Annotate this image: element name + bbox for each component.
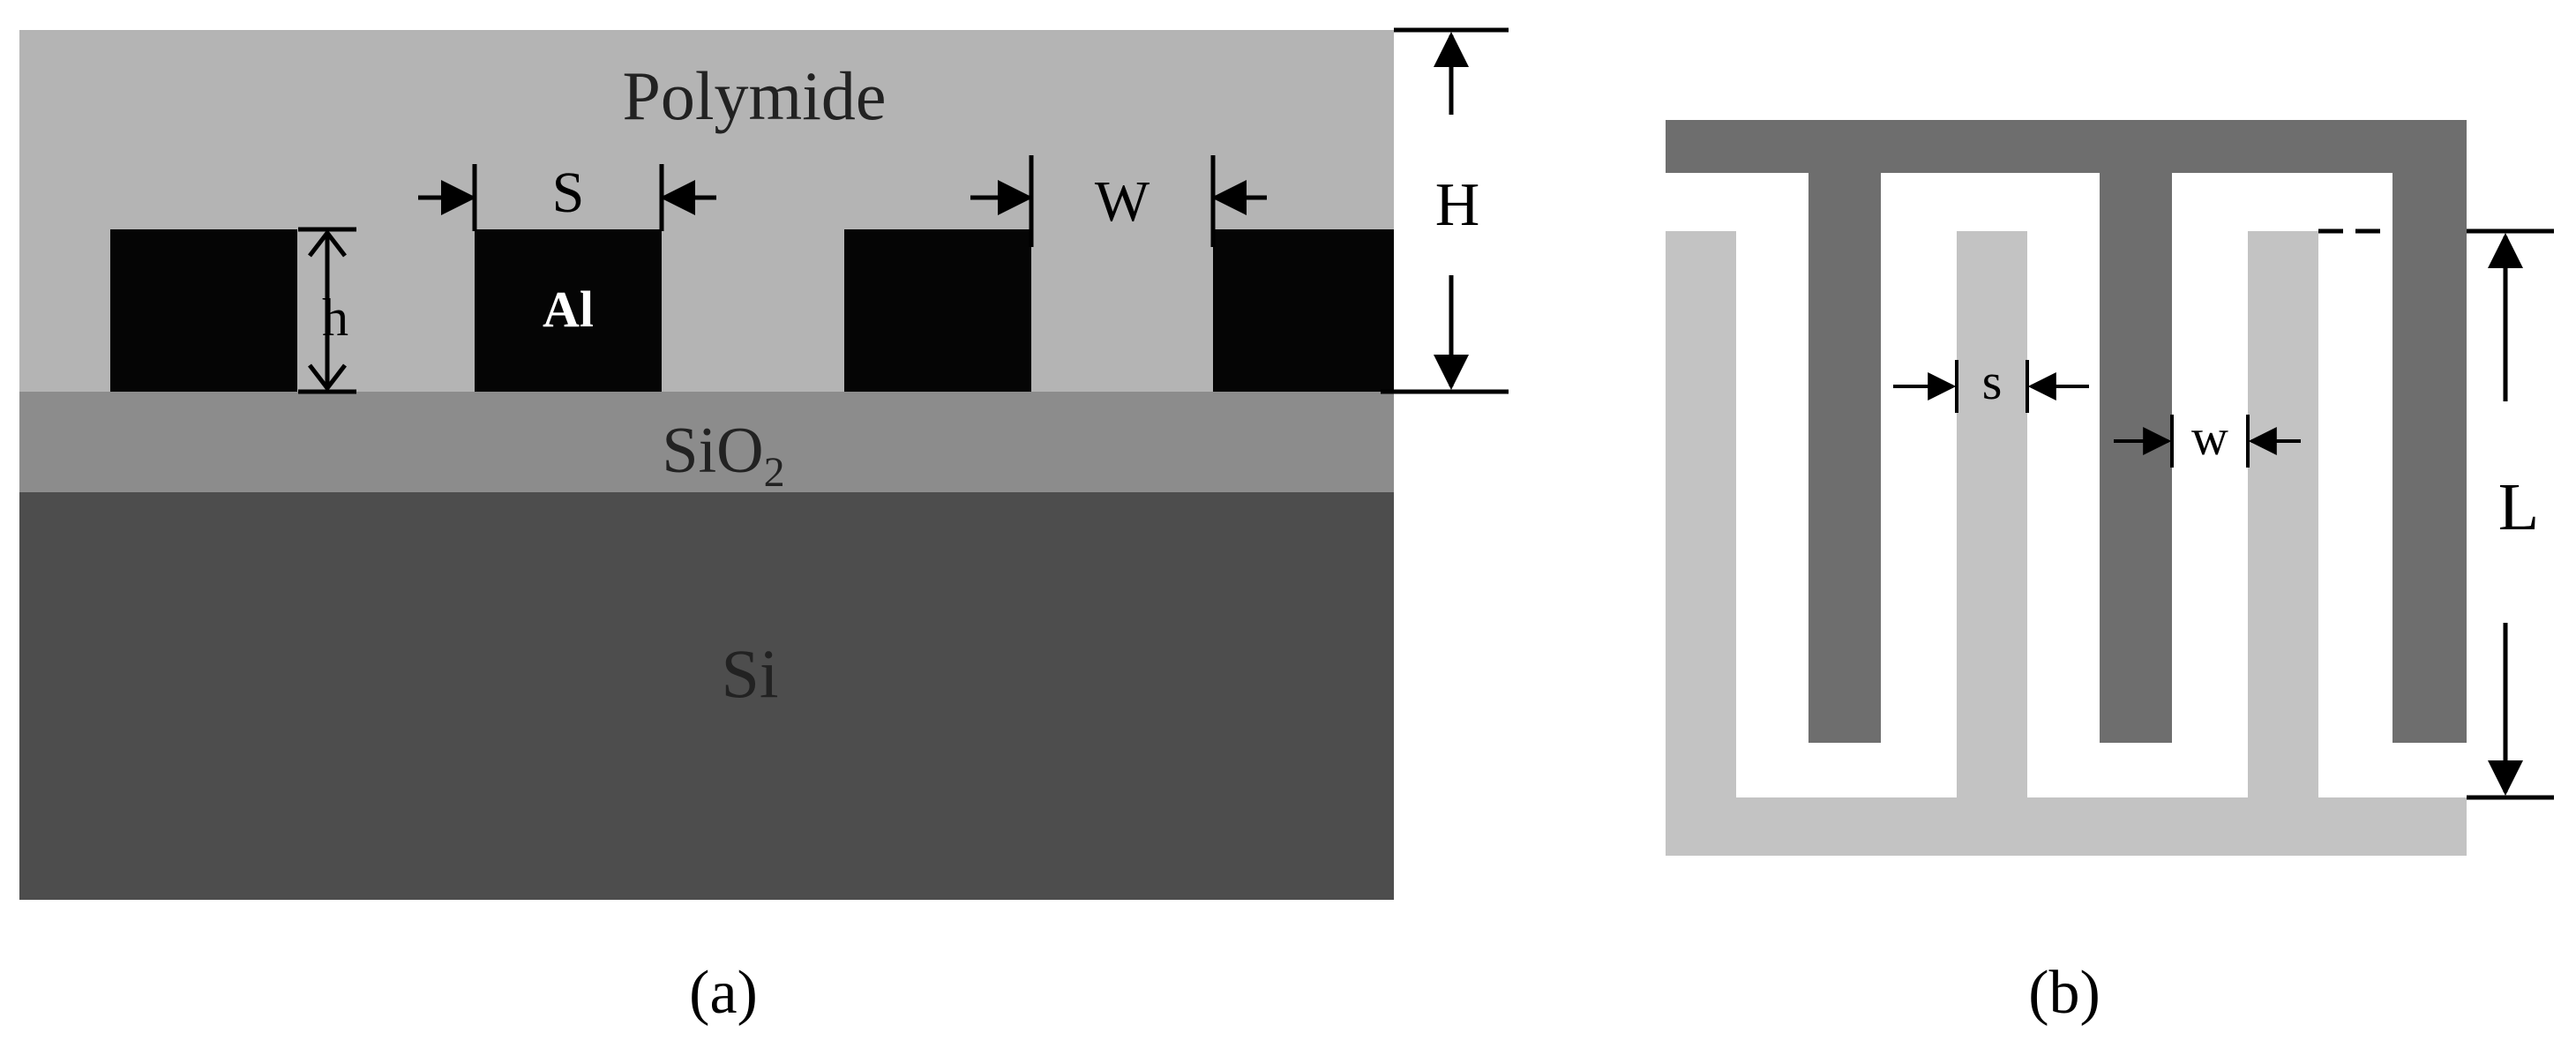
dimension-h-total bbox=[1381, 27, 1509, 394]
polymide-label: Polymide bbox=[622, 57, 886, 134]
panel-a-cross-section: Polymide Al SiO2 Si S W h bbox=[19, 27, 1509, 1027]
al-electrode-2 bbox=[475, 229, 662, 392]
si-label: Si bbox=[721, 635, 778, 712]
dimension-h-total-label: H bbox=[1435, 171, 1480, 239]
dimension-w-small-label: w bbox=[2191, 408, 2228, 466]
sio2-layer bbox=[19, 392, 1394, 492]
dimension-h-small bbox=[298, 227, 356, 394]
top-comb-finger-3 bbox=[2393, 173, 2467, 743]
top-comb-finger-1 bbox=[1808, 173, 1881, 743]
panel-b-interdigitated-electrodes: s w L (b) bbox=[1666, 120, 2554, 1027]
top-comb-bus bbox=[1666, 120, 2467, 173]
bottom-comb-bus bbox=[1666, 797, 2467, 856]
dimension-w bbox=[970, 155, 1267, 247]
sio2-label: SiO2 bbox=[662, 415, 784, 496]
dimension-h-small-label: h bbox=[322, 288, 348, 347]
dimension-s-small-label: s bbox=[1982, 353, 2003, 410]
dimension-s-small bbox=[1893, 360, 2089, 413]
bottom-comb-finger-1 bbox=[1666, 231, 1736, 797]
bottom-comb-finger-3 bbox=[2248, 231, 2318, 797]
bottom-comb-finger-2 bbox=[1957, 231, 2027, 797]
al-label: Al bbox=[543, 281, 594, 338]
al-electrode-4 bbox=[1213, 229, 1394, 392]
sio2-label-base: SiO bbox=[662, 415, 763, 487]
al-electrode-1 bbox=[110, 229, 297, 392]
dimension-s bbox=[418, 164, 716, 231]
caption-a: (a) bbox=[689, 959, 758, 1027]
caption-b: (b) bbox=[2028, 959, 2100, 1027]
top-comb-finger-2 bbox=[2100, 173, 2172, 743]
al-electrode-3 bbox=[844, 229, 1031, 392]
dimension-l bbox=[2318, 228, 2554, 800]
dimension-l-label: L bbox=[2498, 470, 2539, 544]
dimension-w-label: W bbox=[1095, 169, 1150, 234]
dimension-w-small bbox=[2114, 415, 2301, 468]
si-substrate bbox=[19, 492, 1394, 900]
dimension-s-label: S bbox=[552, 161, 585, 225]
sio2-label-subscript: 2 bbox=[764, 449, 785, 496]
